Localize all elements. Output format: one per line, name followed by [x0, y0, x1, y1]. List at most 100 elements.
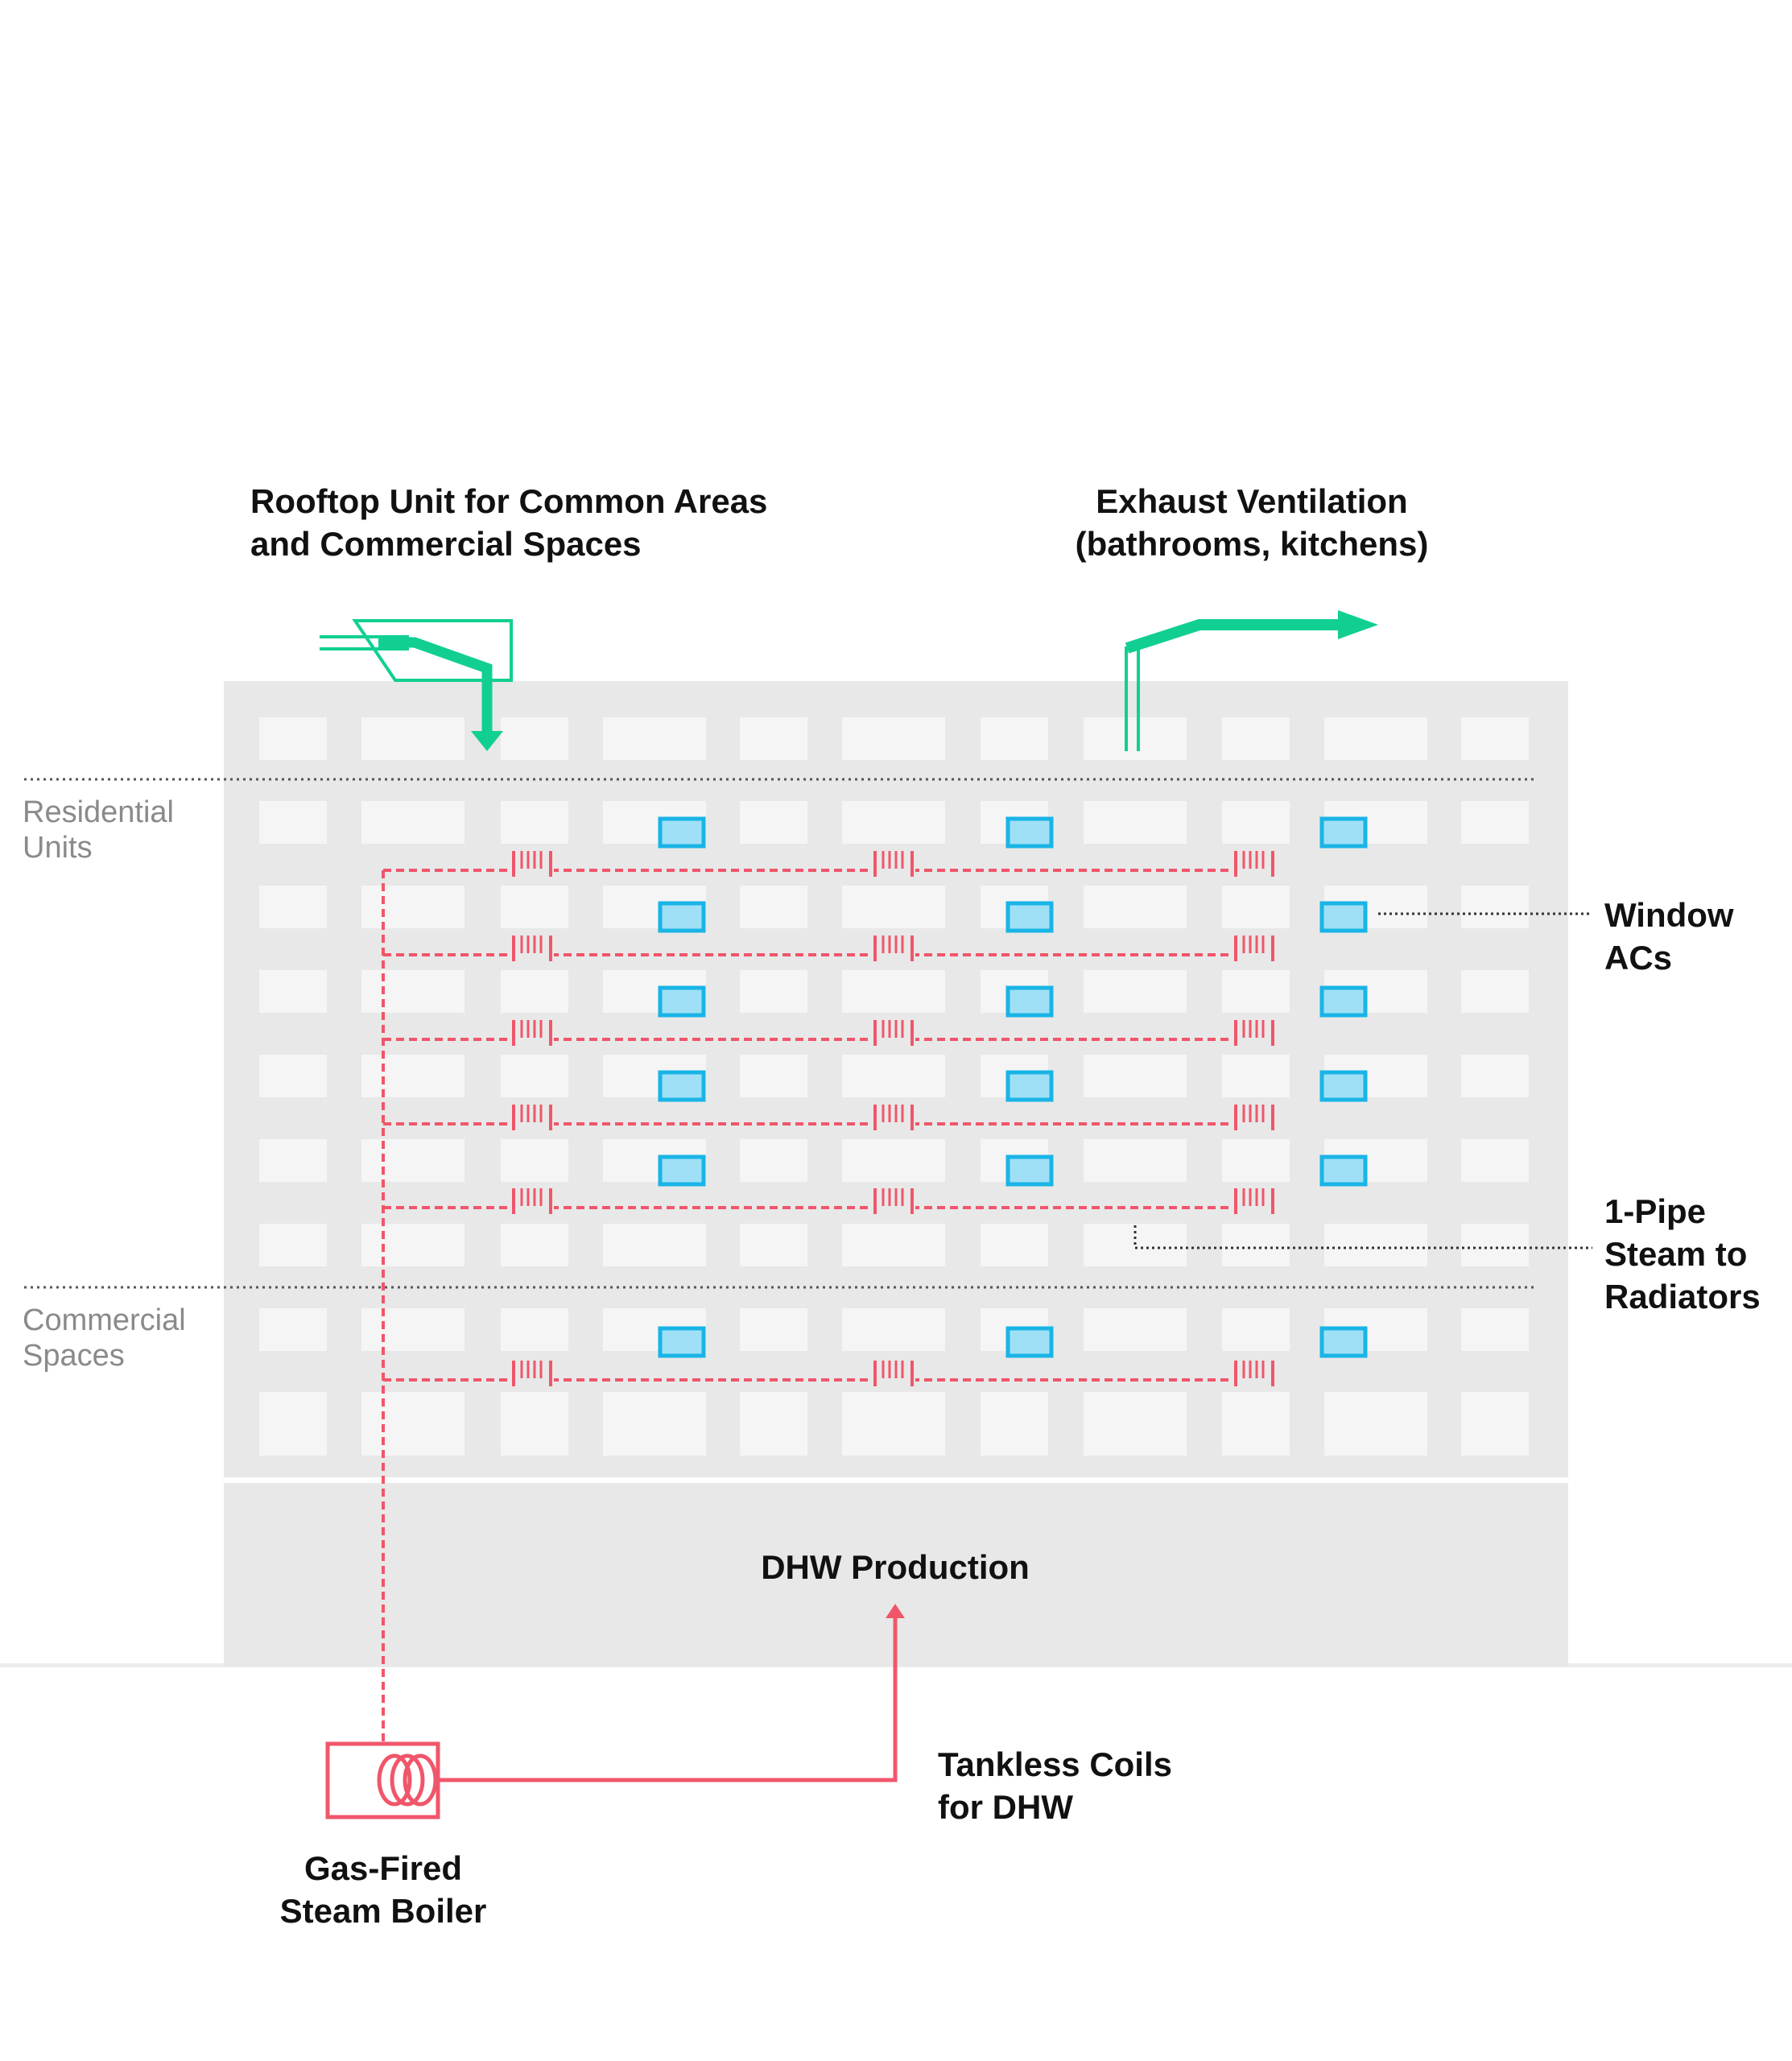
- commercial-label-line2: Spaces: [23, 1339, 125, 1373]
- window-pane: [1084, 1392, 1187, 1456]
- residential-label-line2: Units: [23, 831, 93, 865]
- window-pane: [361, 886, 465, 928]
- radiator-icon: [872, 846, 915, 877]
- window-pane: [501, 1139, 568, 1182]
- window-ac-icon: [1319, 985, 1368, 1018]
- window-ac-icon: [1005, 901, 1054, 933]
- radiator-icon: [1233, 846, 1276, 877]
- window-ac-icon: [1005, 1070, 1054, 1102]
- rooftop-label-line2: and Commercial Spaces: [250, 525, 642, 563]
- radiators: [510, 846, 1276, 1386]
- window-pane: [842, 886, 945, 928]
- window-pane: [740, 1224, 807, 1266]
- window-pane: [1084, 801, 1187, 844]
- window-pane: [1461, 1308, 1529, 1351]
- window-pane: [842, 1224, 945, 1266]
- window-pane: [1084, 717, 1187, 760]
- commercial-label-line1: Commercial: [23, 1303, 186, 1337]
- window-pane: [740, 970, 807, 1013]
- window-pane: [842, 1308, 945, 1351]
- window-pane: [259, 970, 327, 1013]
- window-pane: [1084, 1224, 1187, 1266]
- window-pane: [1084, 970, 1187, 1013]
- window-pane: [1461, 970, 1529, 1013]
- radiator-icon: [510, 931, 554, 961]
- window-pane: [740, 1139, 807, 1182]
- window-pane: [1461, 1392, 1529, 1456]
- window-pane: [981, 1392, 1048, 1456]
- steam-label-line3: Radiators: [1604, 1278, 1761, 1315]
- boiler-label-line2: Steam Boiler: [280, 1892, 487, 1930]
- radiator-icon: [872, 1015, 915, 1046]
- window-pane: [603, 1224, 706, 1266]
- radiator-icon: [510, 1015, 554, 1046]
- window-ac-icon: [1005, 985, 1054, 1018]
- window-pane: [1222, 1055, 1290, 1097]
- steam-label-line1: 1-Pipe: [1604, 1192, 1706, 1230]
- window-pane: [1222, 717, 1290, 760]
- window-pane: [361, 1224, 465, 1266]
- window-acs-label-line2: ACs: [1604, 939, 1672, 977]
- window-ac-icon: [658, 1154, 706, 1187]
- window-ac-icon: [1319, 901, 1368, 933]
- window-pane: [842, 1392, 945, 1456]
- window-pane: [1222, 1139, 1290, 1182]
- exhaust-label-line1: Exhaust Ventilation: [1096, 482, 1407, 520]
- tankless-label-line1: Tankless Coils: [938, 1745, 1172, 1783]
- window-pane: [501, 1224, 568, 1266]
- window-pane: [259, 886, 327, 928]
- window-ac-icon: [658, 816, 706, 849]
- window-pane: [1461, 886, 1529, 928]
- radiator-icon: [510, 1100, 554, 1130]
- window-pane: [842, 801, 945, 844]
- steam-leader-line: [1133, 1225, 1592, 1249]
- window-pane: [603, 1392, 706, 1456]
- window-pane: [1222, 801, 1290, 844]
- window-pane: [361, 717, 465, 760]
- window-pane: [259, 1055, 327, 1097]
- window-pane: [1461, 717, 1529, 760]
- window-pane: [361, 1392, 465, 1456]
- window-pane: [1324, 1392, 1427, 1456]
- window-pane: [1461, 801, 1529, 844]
- radiator-icon: [872, 1100, 915, 1130]
- residential-label-line1: Residential: [23, 795, 174, 829]
- window-pane: [1461, 1139, 1529, 1182]
- window-ac-icon: [1005, 816, 1054, 849]
- window-pane: [1222, 1308, 1290, 1351]
- window-pane: [740, 1308, 807, 1351]
- window-ac-icon: [1319, 1070, 1368, 1102]
- tankless-label-line2: for DHW: [938, 1788, 1073, 1826]
- window-pane: [259, 1139, 327, 1182]
- window-ac-icon: [658, 901, 706, 933]
- window-ac-icon: [1319, 816, 1368, 849]
- window-pane: [1324, 1224, 1427, 1266]
- window-pane: [740, 1055, 807, 1097]
- window-pane: [842, 970, 945, 1013]
- window-pane: [1222, 1224, 1290, 1266]
- dhw-production-label: DHW Production: [761, 1548, 1030, 1586]
- window-pane: [603, 717, 706, 760]
- window-pane: [361, 970, 465, 1013]
- window-pane: [1222, 886, 1290, 928]
- window-pane: [1084, 1308, 1187, 1351]
- steam-label-line2: Steam to: [1604, 1235, 1747, 1273]
- window-pane: [740, 1392, 807, 1456]
- radiator-icon: [872, 1356, 915, 1386]
- window-pane: [259, 1224, 327, 1266]
- window-pane: [981, 717, 1048, 760]
- window-pane: [501, 717, 568, 760]
- window-ac-icon: [1319, 1326, 1368, 1358]
- boiler-coil-icon: [325, 1741, 440, 1819]
- window-pane: [842, 1055, 945, 1097]
- window-ac-icon: [658, 1070, 706, 1102]
- radiator-icon: [872, 1183, 915, 1214]
- window-pane: [1461, 1055, 1529, 1097]
- window-pane: [501, 1308, 568, 1351]
- tankless-coil-line: [438, 1604, 905, 1782]
- window-acs-label-line1: Window: [1604, 896, 1734, 934]
- window-pane: [1461, 1224, 1529, 1266]
- window-pane: [1324, 717, 1427, 760]
- window-pane: [259, 1392, 327, 1456]
